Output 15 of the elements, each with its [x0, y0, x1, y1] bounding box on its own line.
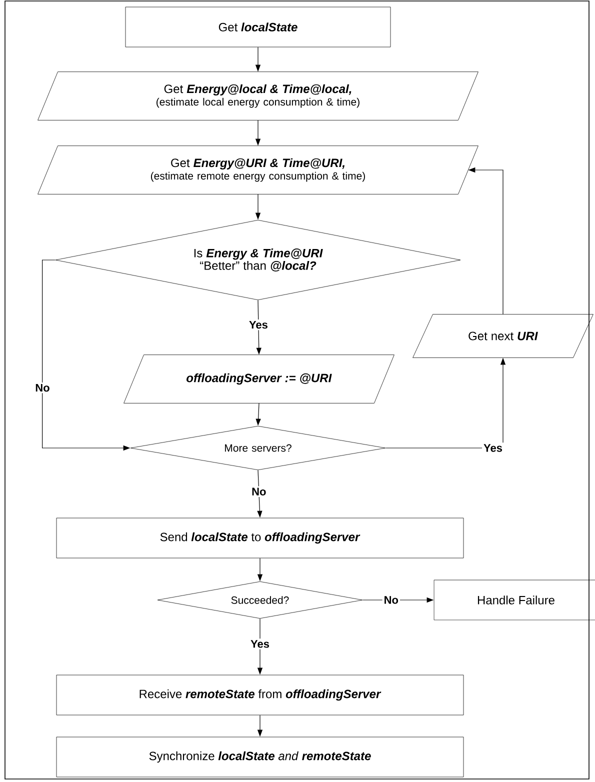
edge-label: Yes	[482, 442, 504, 454]
edge-label: Yes	[249, 638, 271, 650]
input-output-parallelogram: offloadingServer := @URI	[124, 354, 394, 404]
input-output-parallelogram: Get Energy@URI & Time@URI, (estimate remote energy consumption & time)	[38, 146, 478, 194]
edge-label: No	[250, 486, 268, 497]
process-box: Synchronize localState and remoteState	[56, 736, 464, 778]
input-output-parallelogram: Get next URI	[412, 314, 594, 358]
process-box: Send localState to offloadingServer	[56, 518, 464, 558]
process-box: Get localState	[125, 6, 391, 48]
edge-label: Yes	[247, 319, 270, 330]
process-box: Handle Failure	[434, 580, 595, 620]
edge-label: No	[34, 382, 52, 394]
process-box: Receive remoteState from offloadingServer	[56, 674, 464, 716]
edge-label: No	[382, 594, 400, 606]
input-output-parallelogram: Get Energy@local & Time@local, (estimate local energy consumption & time)	[38, 72, 478, 120]
